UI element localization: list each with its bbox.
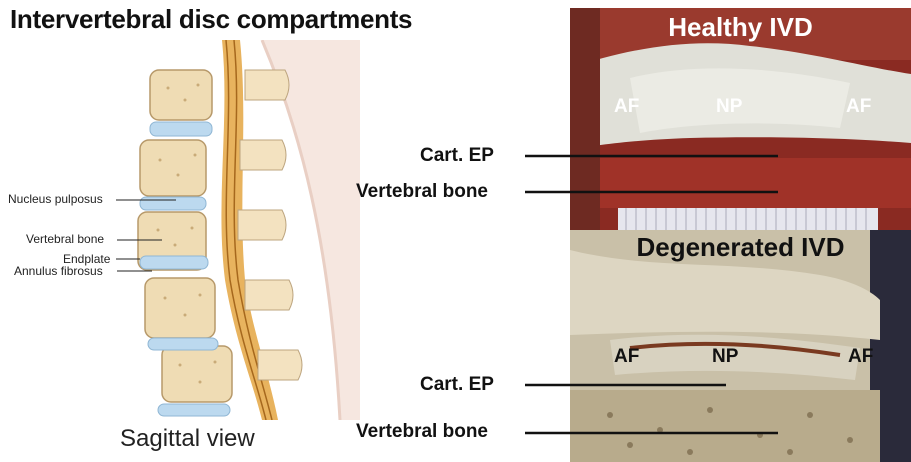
label-vertebral-bone-left: Vertebral bone [26, 232, 104, 246]
label-vertebral-bone-top: Vertebral bone [356, 181, 488, 203]
label-nucleus-pulposus: Nucleus pulposus [8, 192, 103, 206]
degenerated-ivd-title: Degenerated IVD [570, 232, 911, 263]
degenerated-af-left: AF [614, 346, 639, 368]
degenerated-af-right: AF [848, 346, 873, 368]
healthy-af-left: AF [614, 96, 639, 118]
healthy-ivd-photo: Healthy IVD AF NP AF [570, 8, 911, 230]
healthy-np: NP [716, 96, 742, 118]
label-cart-ep-bottom: Cart. EP [420, 374, 494, 396]
label-vertebral-bone-bottom: Vertebral bone [356, 421, 488, 443]
spine-illustration [0, 40, 360, 420]
label-annulus-fibrosus: Annulus fibrosus [14, 264, 103, 278]
degenerated-ivd-photo: Degenerated IVD AF NP AF [570, 230, 911, 462]
healthy-ivd-title: Healthy IVD [570, 12, 911, 43]
figure-title: Intervertebral disc compartments [10, 4, 412, 35]
degenerated-np: NP [712, 346, 738, 368]
caption-sagittal-view: Sagittal view [120, 425, 255, 453]
healthy-af-right: AF [846, 96, 871, 118]
label-cart-ep-top: Cart. EP [420, 145, 494, 167]
